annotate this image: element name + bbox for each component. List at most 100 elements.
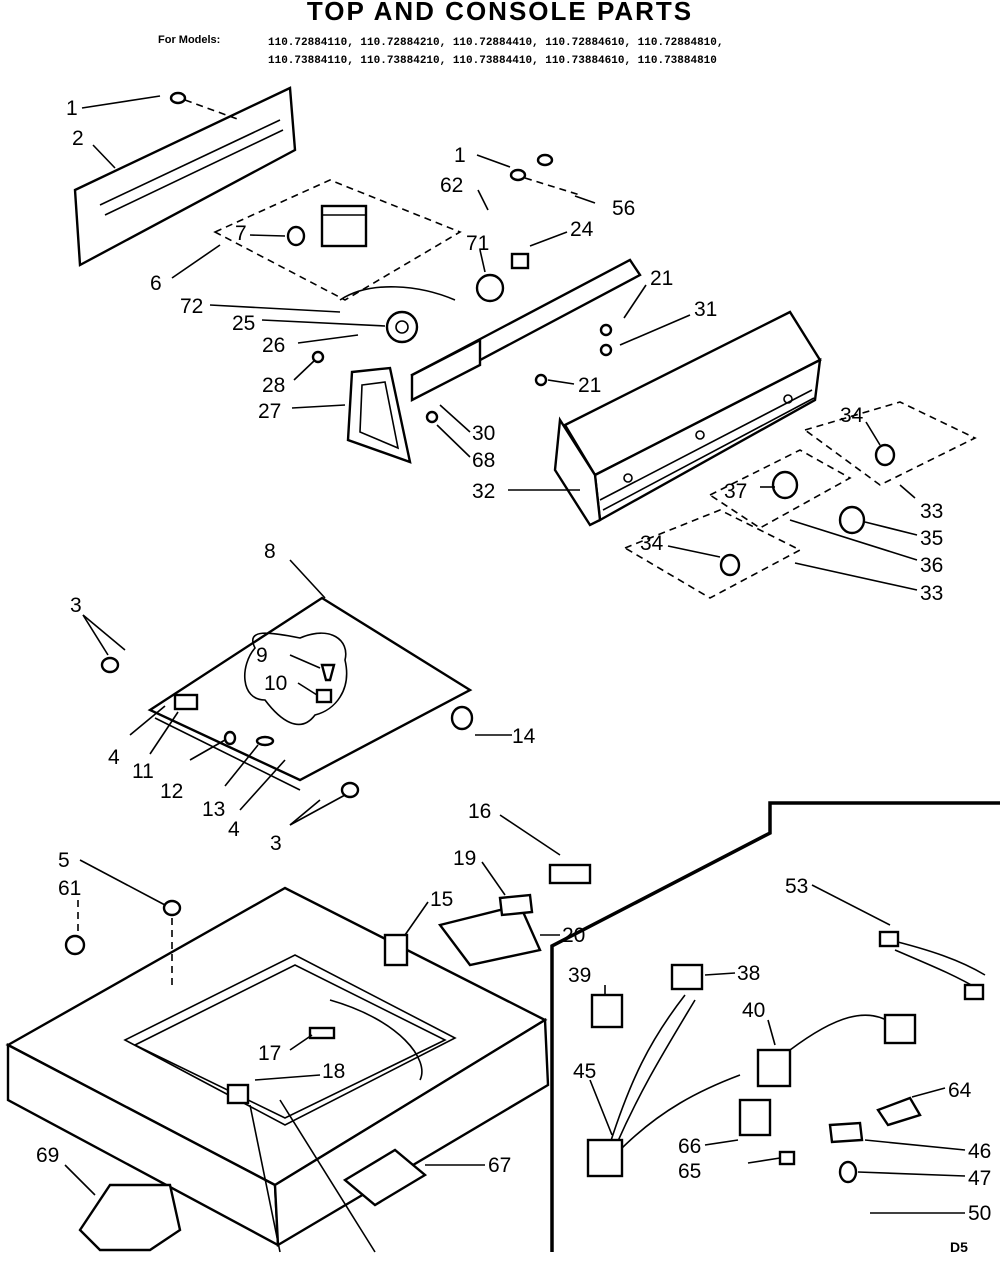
control-panel-back <box>73 86 297 267</box>
harness-45 <box>586 994 741 1178</box>
screw-part-21 <box>534 373 548 387</box>
part-9 <box>320 663 336 682</box>
models-label: For Models: <box>158 34 221 46</box>
callout-72: 72 <box>180 295 203 318</box>
callout-33b: 33 <box>920 582 943 605</box>
callout-26: 26 <box>262 334 285 357</box>
knob-part-34a <box>874 443 896 467</box>
callout-21a: 21 <box>650 267 673 290</box>
callout-31: 31 <box>694 298 717 321</box>
diagram-title: TOP AND CONSOLE PARTS <box>306 0 694 26</box>
clip-part-47 <box>838 1160 858 1184</box>
foot-part-69 <box>78 1183 182 1252</box>
callout-5: 5 <box>58 849 70 872</box>
callout-47: 47 <box>968 1167 991 1190</box>
harness-40 <box>756 1013 917 1088</box>
callout-labels: 1 2 6 7 62 71 24 56 21 31 72 25 26 28 27… <box>36 97 991 1255</box>
callout-2: 2 <box>72 127 84 150</box>
callout-62: 62 <box>440 174 463 197</box>
callout-67: 67 <box>488 1154 511 1177</box>
callout-17: 17 <box>258 1042 281 1065</box>
knob-part-35 <box>838 505 866 535</box>
callout-18: 18 <box>322 1060 345 1083</box>
screw-part-56 <box>509 168 527 182</box>
callout-30: 30 <box>472 422 495 445</box>
clip-part-65 <box>778 1150 796 1166</box>
callout-12: 12 <box>160 780 183 803</box>
callout-46: 46 <box>968 1140 991 1163</box>
hinge-part-3b <box>340 781 360 799</box>
callout-35: 35 <box>920 527 943 550</box>
callout-65: 65 <box>678 1160 701 1183</box>
callout-38: 38 <box>737 962 760 985</box>
callout-leaders <box>64 95 966 1253</box>
callout-68: 68 <box>472 449 495 472</box>
bracket-part-15 <box>383 933 409 967</box>
part-67 <box>342 1148 428 1207</box>
connector-39 <box>590 993 624 1029</box>
callout-14: 14 <box>512 725 536 748</box>
wiring-section-border <box>550 801 1000 1252</box>
knob-area-33b <box>623 509 802 599</box>
callout-24: 24 <box>570 218 594 241</box>
callout-10: 10 <box>264 672 287 695</box>
model-list-line-1: 110.72884110, 110.72884210, 110.72884410… <box>268 37 724 49</box>
callout-39: 39 <box>568 964 591 987</box>
callout-6: 6 <box>150 272 162 295</box>
page-code: D5 <box>950 1239 968 1255</box>
callout-32: 32 <box>472 480 495 503</box>
callout-37: 37 <box>724 480 747 503</box>
part-10 <box>315 688 333 704</box>
callout-8: 8 <box>264 540 276 563</box>
callout-20: 20 <box>562 924 585 947</box>
screw-part-28 <box>311 350 325 364</box>
callout-56: 56 <box>612 197 635 220</box>
callout-1: 1 <box>66 97 78 120</box>
part-17 <box>308 1026 336 1040</box>
callout-7: 7 <box>235 222 247 245</box>
callout-71: 71 <box>466 232 489 255</box>
callout-61: 61 <box>58 877 81 900</box>
switch-housing-20 <box>437 903 542 967</box>
callout-9: 9 <box>256 644 268 667</box>
callout-3a: 3 <box>70 594 82 617</box>
knob-part-34b <box>719 553 741 577</box>
lid-switch-16 <box>498 863 592 917</box>
connector-38 <box>670 963 704 991</box>
callout-64: 64 <box>948 1079 972 1102</box>
callout-4a: 4 <box>108 746 120 769</box>
callout-3b: 3 <box>270 832 282 855</box>
callout-69: 69 <box>36 1144 59 1167</box>
screw-part-68 <box>425 410 439 424</box>
console-rail-30 <box>410 258 642 402</box>
part-18 <box>226 1083 250 1105</box>
model-list-line-2: 110.73884110, 110.73884210, 110.73884410… <box>268 55 717 67</box>
model-list: 110.72884110, 110.72884210, 110.72884410… <box>268 34 723 70</box>
plug-part-61 <box>64 934 86 956</box>
callout-53: 53 <box>785 875 808 898</box>
screw-part-1 <box>169 91 241 121</box>
callout-25: 25 <box>232 312 255 335</box>
clip-part-46 <box>828 1121 864 1144</box>
wire-72 <box>339 286 456 301</box>
callout-33a: 33 <box>920 500 943 523</box>
part-12 <box>223 730 237 746</box>
knob-part-7 <box>286 225 306 247</box>
callout-21b: 21 <box>578 374 601 397</box>
knob-area-33a <box>803 401 977 486</box>
callout-28: 28 <box>262 374 285 397</box>
switch-part-25 <box>385 310 419 344</box>
callout-1b: 1 <box>454 144 466 167</box>
knob-part-37 <box>771 470 799 500</box>
mounting-area-6 <box>213 179 462 301</box>
hinge-part-3a <box>100 656 120 674</box>
timer-block <box>320 204 368 248</box>
bracket-27 <box>346 366 412 464</box>
callout-36: 36 <box>920 554 943 577</box>
callout-50: 50 <box>968 1202 991 1225</box>
wire-harness-53 <box>878 930 986 1001</box>
part-13 <box>255 735 275 747</box>
knob-area-36 <box>708 449 852 529</box>
connector-66 <box>738 1098 772 1137</box>
